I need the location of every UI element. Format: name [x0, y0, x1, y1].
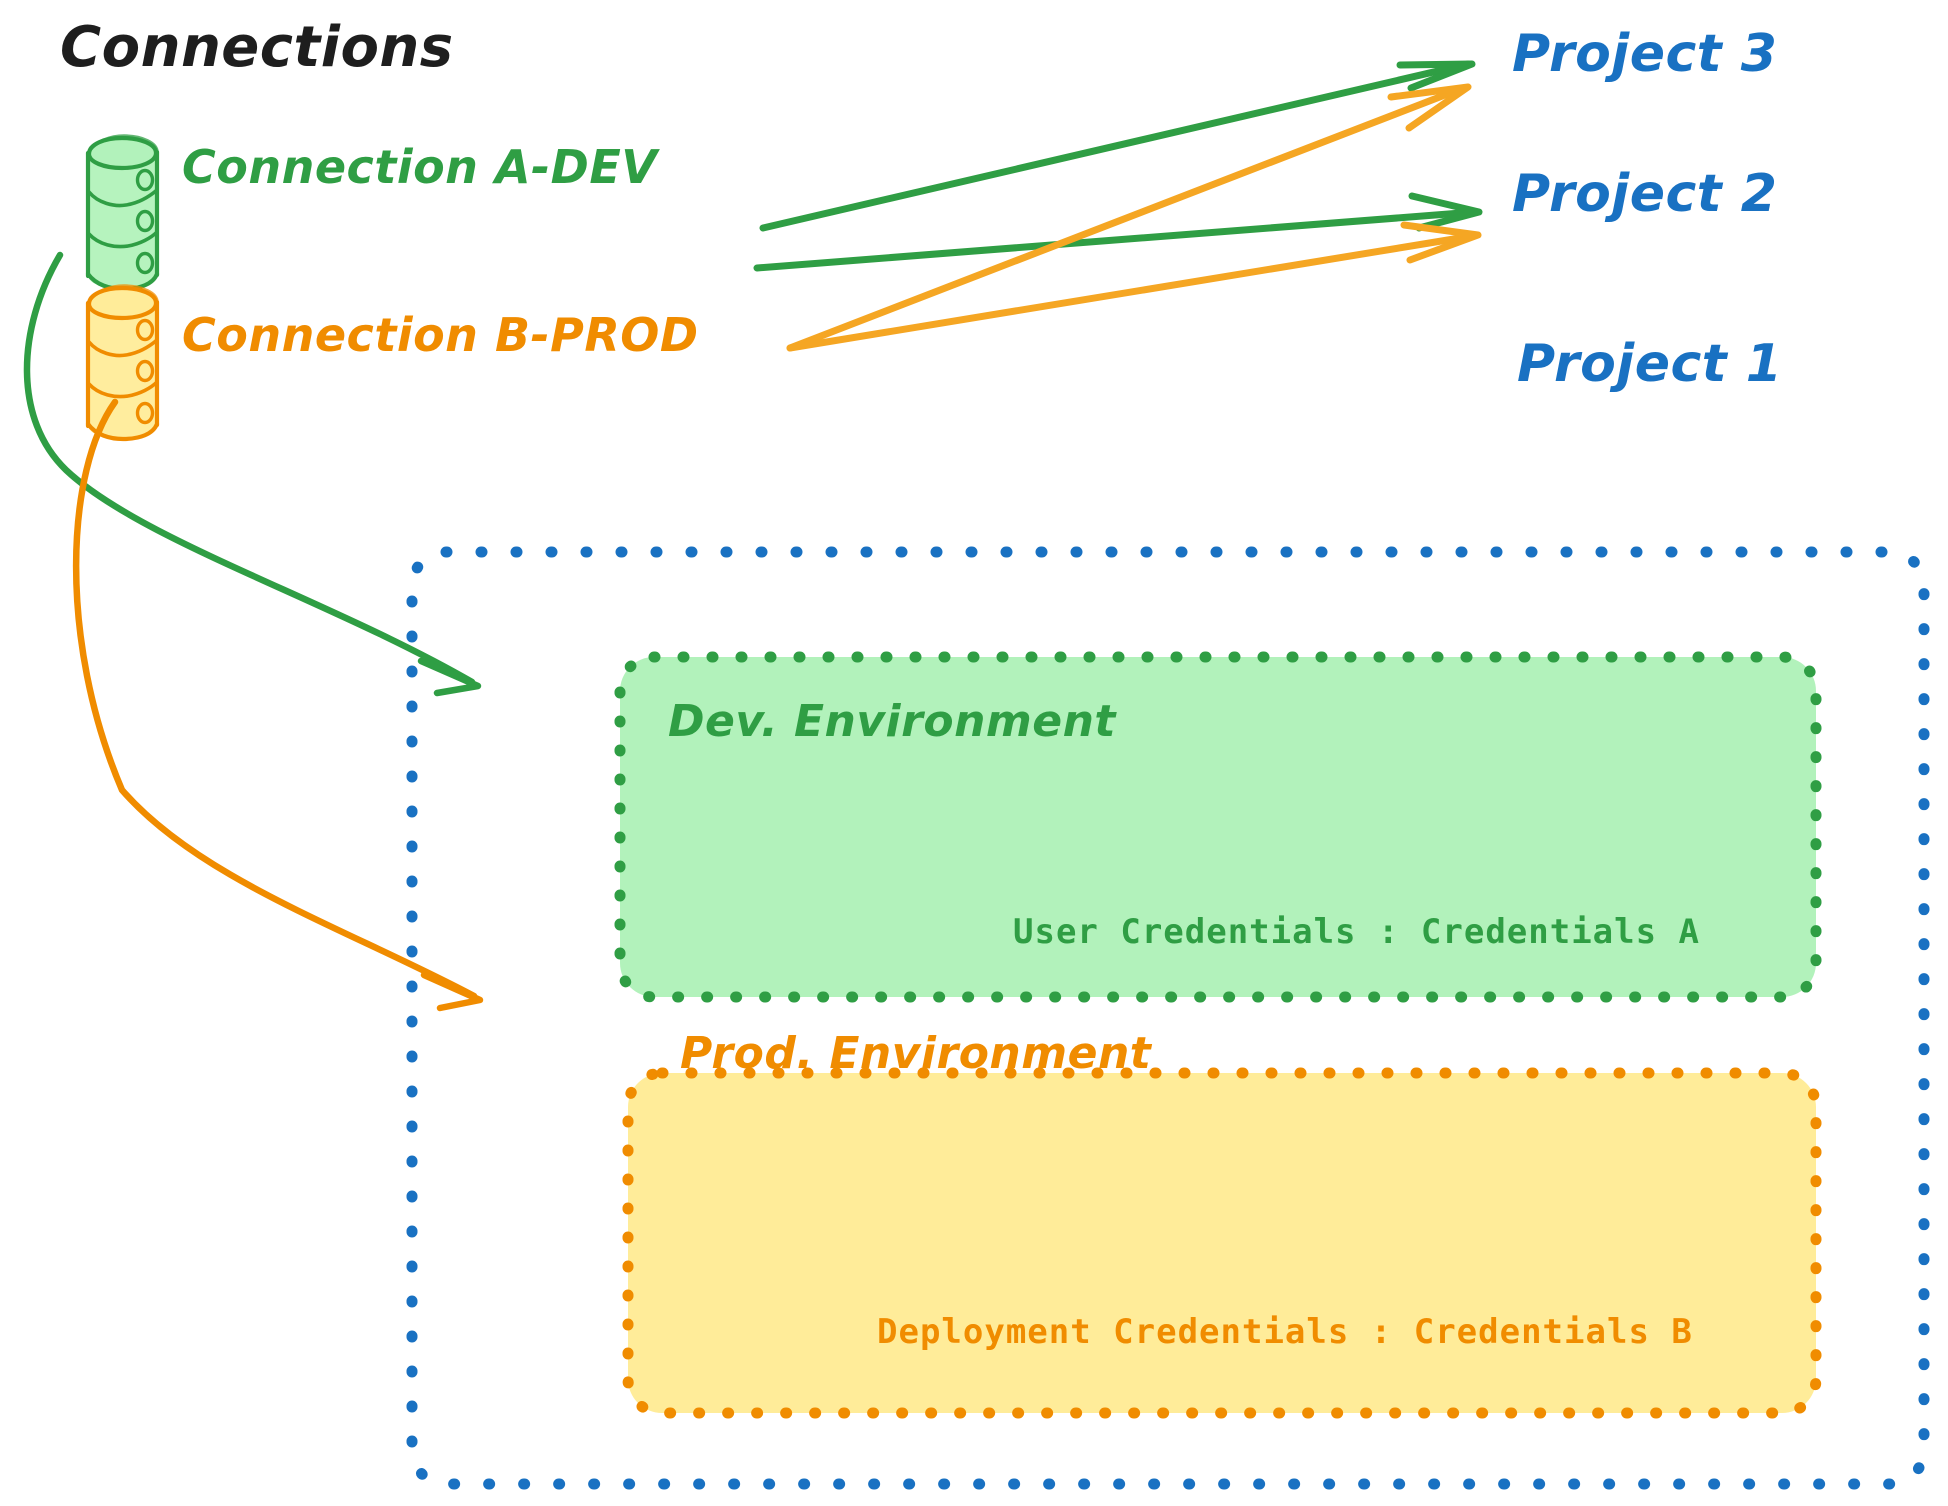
connection-a-dev-label[interactable]: Connection A-DEV [182, 140, 658, 194]
project-3-label[interactable]: Project 3 [1512, 24, 1778, 84]
prod-environment-credentials: Deployment Credentials : Credentials B [877, 1312, 1693, 1352]
arrow-a-dev-to-project-3 [759, 60, 1476, 232]
project-2-label[interactable]: Project 2 [1512, 164, 1778, 224]
connection-b-prod-label[interactable]: Connection B-PROD [182, 308, 699, 362]
database-cylinder-icon-green [85, 134, 160, 292]
arrow-b-prod-to-project-2 [786, 221, 1482, 352]
dev-environment-title: Dev. Environment [668, 696, 1116, 747]
arrow-b-prod-to-prod-environment [72, 398, 484, 1012]
dev-environment-credentials: User Credentials : Credentials A [1013, 912, 1701, 952]
arrow-a-dev-to-project-2 [753, 192, 1483, 272]
arrow-b-prod-to-project-3 [786, 83, 1472, 352]
project-1-label[interactable]: Project 1 [1517, 334, 1783, 394]
arrow-a-dev-to-dev-environment [23, 251, 482, 697]
page-title: Connections [60, 15, 454, 80]
database-cylinder-icon-orange [85, 284, 160, 442]
dev-environment-box [614, 651, 1822, 1003]
project-1-container-border [406, 546, 1930, 1490]
prod-environment-title: Prod. Environment [680, 1028, 1152, 1079]
prod-environment-box [622, 1067, 1822, 1419]
